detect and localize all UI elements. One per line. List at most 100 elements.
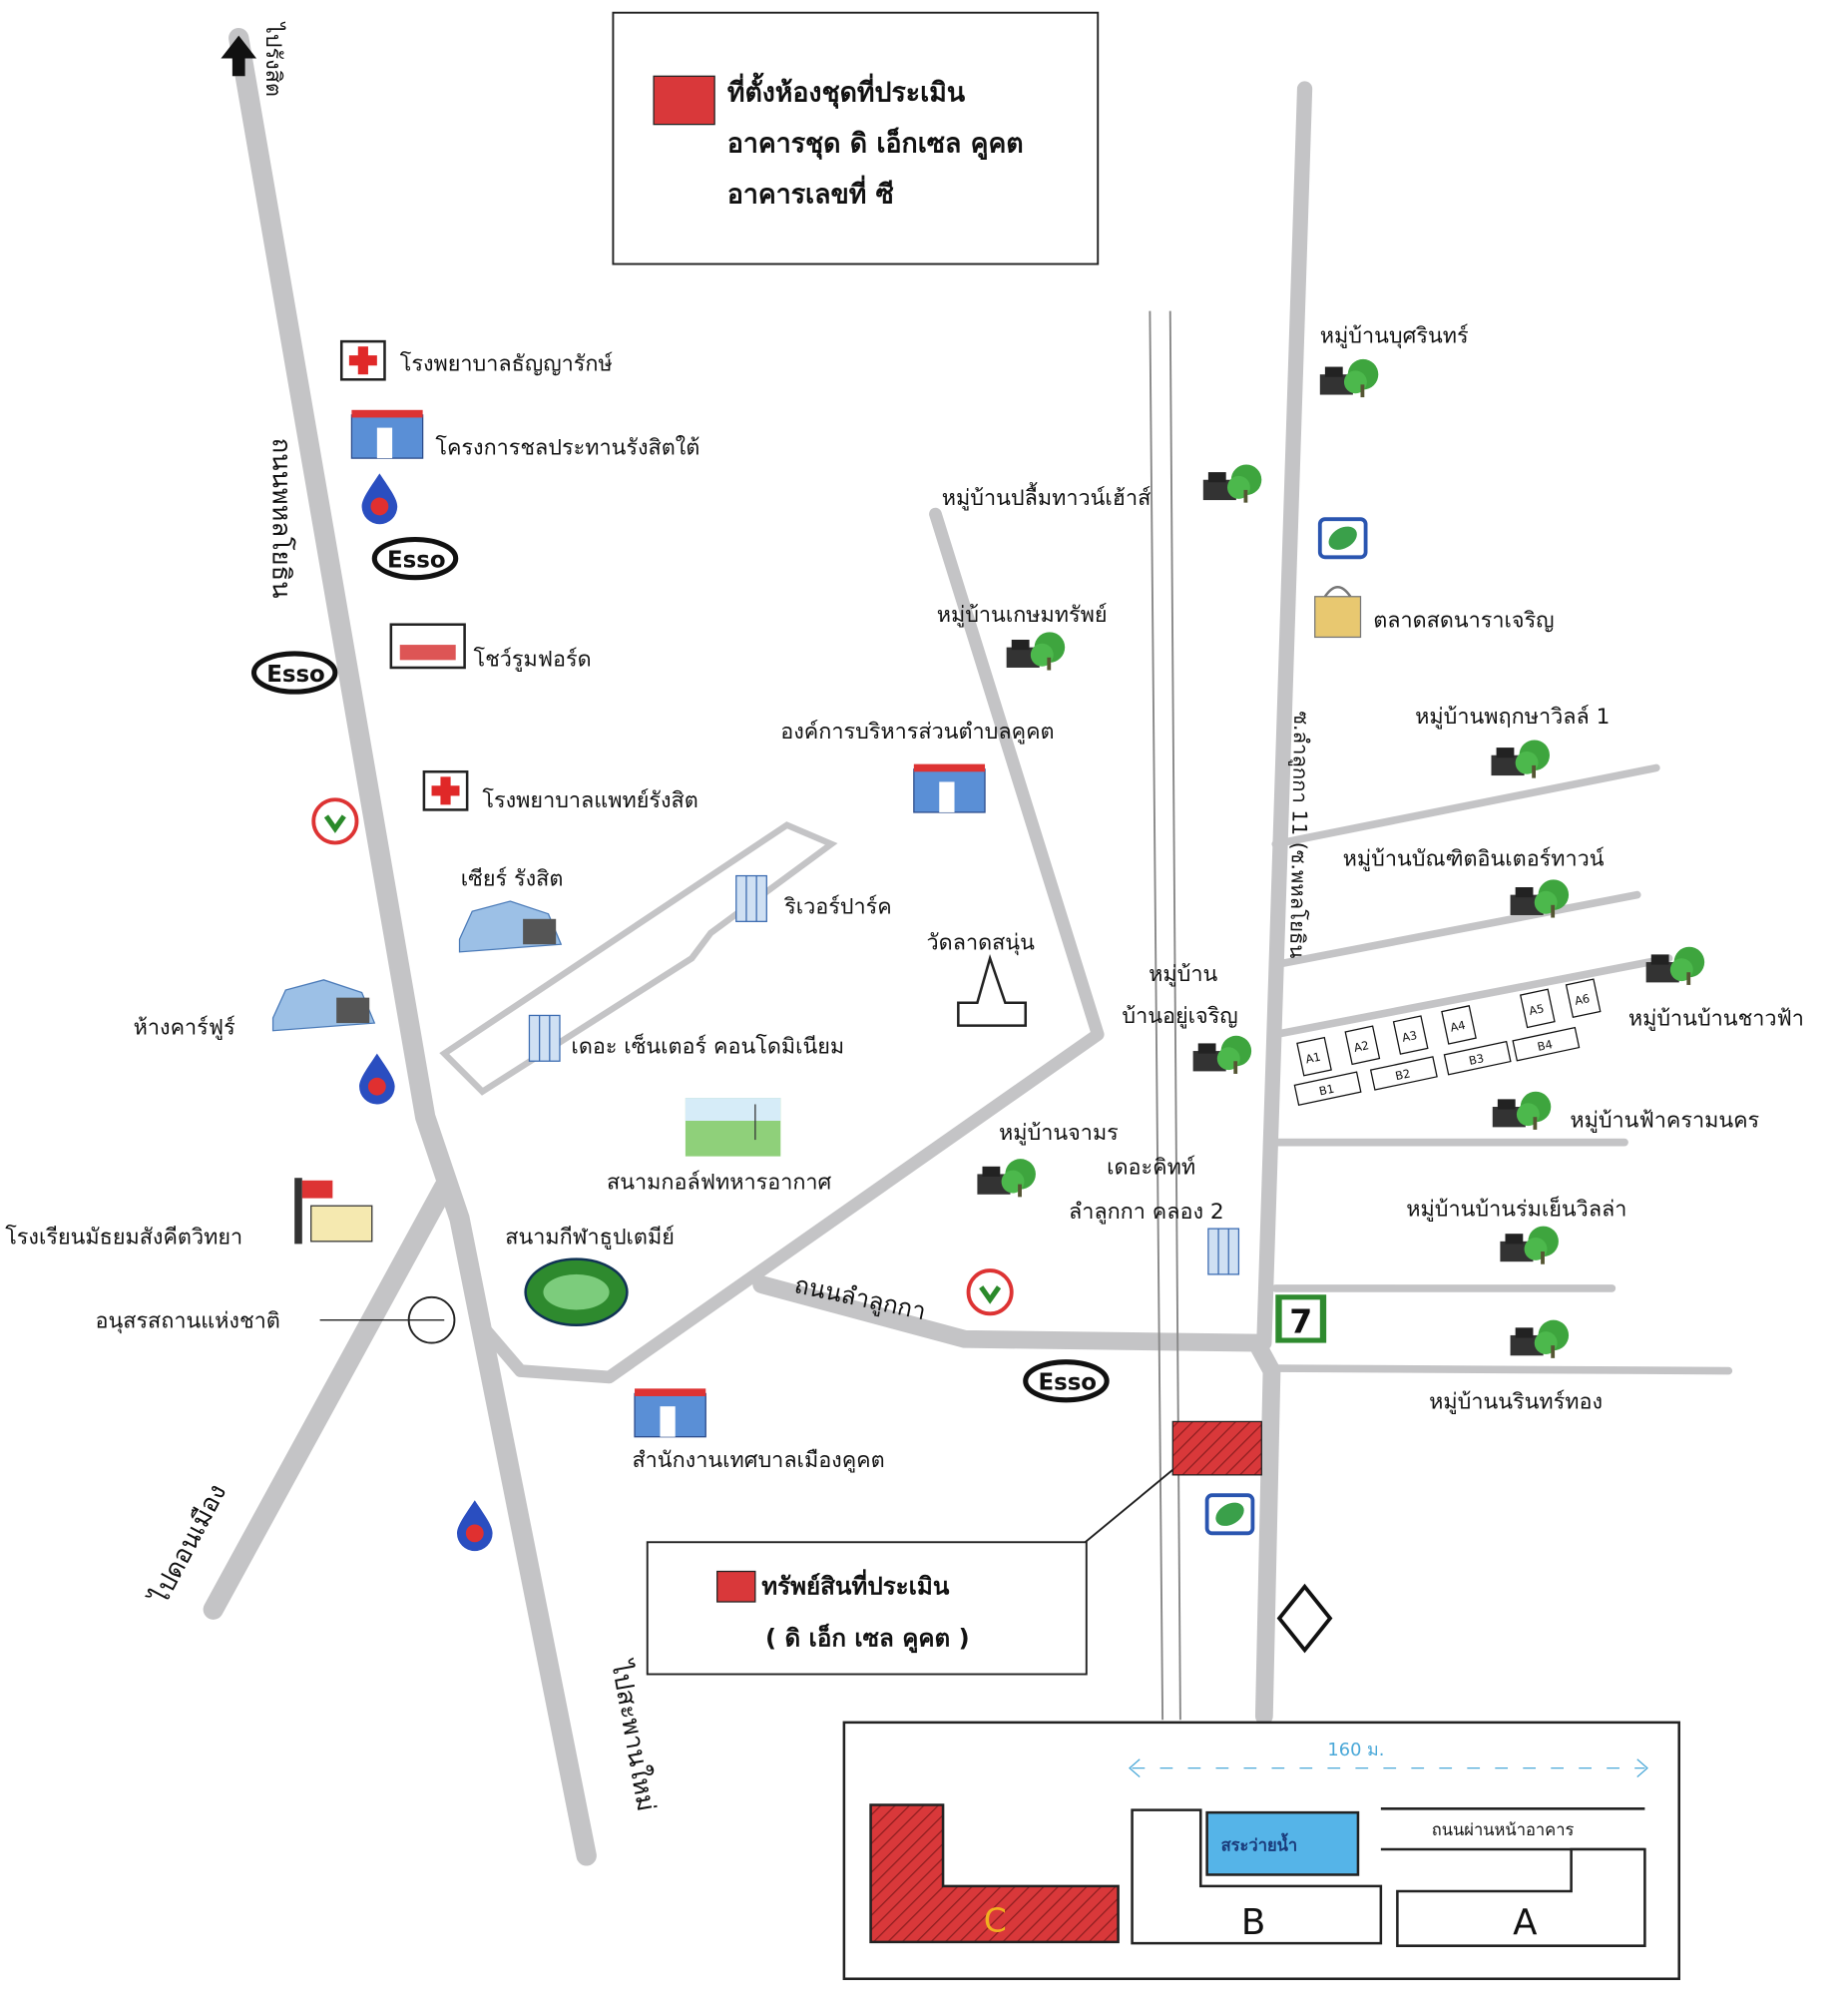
soi-11-road	[1256, 81, 1313, 1351]
plot-label: A1	[1304, 1050, 1322, 1067]
plot-label: A3	[1401, 1028, 1419, 1045]
label-yu-charoen-2: บ้านอยู่เจริญ	[1122, 1004, 1237, 1029]
site-plan: 160 ม. C B สระว่ายน้ำ ถนนผ่านหน้าอาคาร A	[842, 1721, 1680, 1981]
ptt-station-icon	[456, 1500, 493, 1552]
hospital-icon	[422, 769, 469, 811]
swimming-pool	[1205, 1810, 1360, 1876]
label-the-kit-1: เดอะคิทท์	[1107, 1155, 1195, 1180]
railway-complex	[439, 821, 838, 1096]
canal	[1149, 310, 1181, 1721]
stadium-icon	[524, 1257, 629, 1327]
plots-a: A1 A2 A3 A4 A5 A6	[1296, 978, 1602, 1077]
label-phahonyothin: ถนนพหลโยธิน	[267, 438, 297, 599]
label-center-condo: เดอะ เซ็นเตอร์ คอนโดมิเนียม	[571, 1032, 844, 1060]
label-kasem: หมู่บ้านเกษมทรัพย์	[937, 603, 1108, 628]
plot-label: B1	[1318, 1082, 1336, 1099]
esso-icon: Esso	[253, 654, 334, 692]
label-to-saphan-mai: ไปสะพานใหม่	[606, 1657, 662, 1813]
village-icon	[1202, 464, 1262, 503]
label-wat: วัดลาดสนุ่น	[927, 930, 1036, 955]
village-icon	[1492, 1091, 1552, 1130]
phahonyothin-road	[229, 27, 597, 1866]
village-icon	[1491, 740, 1551, 778]
label-carrefour: ห้างคาร์ฟูร์	[134, 1016, 235, 1041]
label-golf: สนามกอล์ฟทหารอากาศ	[607, 1171, 832, 1196]
esso-icon: Esso	[374, 540, 455, 578]
building-a	[1396, 1847, 1646, 1947]
village-icon	[1319, 358, 1379, 398]
building-b-label: B	[1241, 1902, 1265, 1943]
label-market: ตลาดสดนาราเจริญ	[1373, 608, 1554, 633]
legend-line: อาคารชุด ดิ เอ็กเซล คูคต	[727, 127, 1024, 161]
legend-line: อาคารเลขที่ ซี	[727, 174, 894, 210]
label-to-rangsit: ไปรังสิต	[260, 21, 286, 97]
label-hospital-paet-rangsit: โรงพยาบาลแพทย์รังสิต	[482, 787, 697, 813]
village-icon	[1500, 1226, 1559, 1264]
label-school: โรงเรียนมัธยมสังคีตวิทยา	[5, 1224, 242, 1250]
plot-label: B4	[1536, 1037, 1554, 1054]
esso-icon: Esso	[1026, 1362, 1107, 1400]
label-cheer: เซียร์ รังสิต	[461, 867, 564, 892]
label-yu-charoen-1: หมู่บ้าน	[1149, 962, 1217, 987]
distance-label: 160 ม.	[1327, 1740, 1384, 1760]
road-network	[203, 27, 1733, 1866]
label-romyen: หมู่บ้านบ้านร่มเย็นวิลล่า	[1406, 1194, 1626, 1222]
building-c	[869, 1803, 1120, 1944]
building-icon	[634, 1387, 706, 1438]
plot-label: A2	[1352, 1038, 1370, 1055]
village-icon	[977, 1159, 1036, 1198]
legend-line: ( ดิ เอ็ก เซล คูคต )	[765, 1623, 970, 1654]
svg-text:7: 7	[1289, 1301, 1312, 1340]
svg-text:Esso: Esso	[1038, 1370, 1097, 1396]
building-a-label: A	[1513, 1902, 1538, 1943]
label-monument: อนุสรสถานแห่งชาติ	[96, 1308, 280, 1333]
monument-icon	[319, 1295, 456, 1344]
plots-b: B1 B2 B3 B4	[1293, 1026, 1581, 1107]
label-hospital-thanyarak: โรงพยาบาลธัญญารักษ์	[400, 350, 614, 376]
label-stadium: สนามกีฬาธูปเตมีย์	[505, 1225, 675, 1250]
legend-line: ที่ตั้งห้องชุดที่ประเมิน	[727, 73, 966, 110]
village-icon	[1192, 1035, 1252, 1074]
north-arrow-icon	[221, 35, 257, 77]
legend-swatch	[653, 75, 715, 126]
showroom-icon	[389, 623, 466, 670]
village-icon	[1510, 1319, 1570, 1358]
pttep-icon	[1276, 1583, 1333, 1654]
village-icon	[1645, 946, 1705, 985]
kukhot-road	[476, 507, 1105, 1384]
label-busarin: หมู่บ้านบุศรินทร์	[1320, 323, 1469, 348]
label-bandit: หมู่บ้านบัณฑิตอินเตอร์ทาวน์	[1343, 846, 1605, 871]
school-icon	[294, 1178, 373, 1245]
svg-text:Esso: Esso	[266, 662, 325, 688]
plot-label: B2	[1394, 1066, 1412, 1083]
label-pruksa: หมู่บ้านพฤกษาวิลล์ 1	[1415, 705, 1610, 730]
plot-label: A4	[1449, 1018, 1467, 1035]
don-mueang-road	[203, 1176, 455, 1620]
mall-icon	[271, 979, 375, 1032]
seven-eleven-icon: 7	[1275, 1294, 1327, 1343]
temple-icon	[957, 953, 1028, 1027]
label-plum-town: หมู่บ้านปลื้มทาวน์เฮ้าส์	[942, 482, 1152, 511]
label-soi-11: ซ.ลำลูกกา 11 (ซ.พหลโยธิน	[1284, 711, 1313, 958]
legend-bottom: ทรัพย์สินที่ประเมิน ( ดิ เอ็ก เซล คูคต )	[646, 1541, 1088, 1676]
label-obt: องค์การบริหารส่วนตำบลคูคต	[780, 720, 1054, 745]
plot-label: A6	[1574, 991, 1592, 1008]
bangchak-icon	[1317, 517, 1368, 560]
label-chamorn: หมู่บ้านจามร	[999, 1121, 1119, 1146]
label-chaofah: หมู่บ้านบ้านชาวฟ้า	[1628, 1007, 1804, 1032]
legend-line: ทรัพย์สินที่ประเมิน	[761, 1568, 950, 1600]
building-b	[1131, 1808, 1383, 1945]
bangchak-icon	[1204, 1493, 1255, 1536]
kbank-icon	[313, 799, 356, 842]
ptt-station-icon	[361, 473, 398, 525]
plot-label: B3	[1468, 1051, 1486, 1068]
label-the-kit-2: ลำลูกกา คลอง 2	[1069, 1200, 1224, 1225]
ptt-station-icon	[359, 1053, 395, 1105]
front-road-label: ถนนผ่านหน้าอาคาร	[1432, 1820, 1575, 1839]
condo-icon	[528, 1014, 561, 1062]
svg-text:Esso: Esso	[387, 547, 446, 573]
building-icon	[913, 762, 986, 813]
village-icon	[1006, 632, 1066, 671]
label-municipal: สำนักงานเทศบาลเมืองคูคต	[632, 1448, 884, 1473]
